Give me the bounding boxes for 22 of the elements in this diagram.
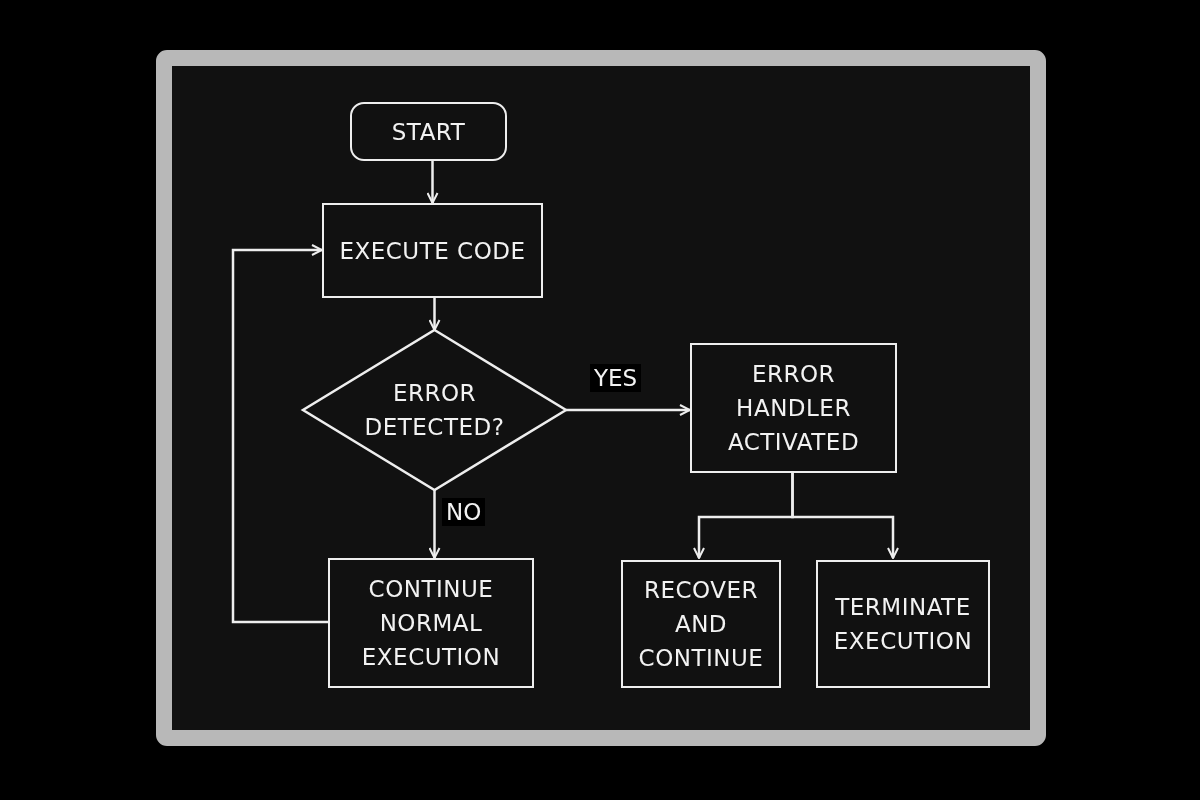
node-text: ERROR HANDLER ACTIVATED: [726, 360, 861, 457]
decision-diamond: [303, 330, 566, 490]
start-terminal: [350, 102, 507, 161]
node-text: ERROR DETECTED?: [363, 379, 506, 442]
arrow: [428, 490, 441, 559]
node-text: CONTINUE NORMAL EXECUTION: [360, 575, 502, 672]
node-text: START: [390, 117, 467, 147]
node-text: RECOVER AND CONTINUE: [637, 576, 765, 673]
arrow: [428, 298, 441, 331]
process-box: [322, 203, 543, 298]
node-text: EXECUTE CODE: [338, 236, 527, 266]
edge-label: NO: [442, 498, 486, 526]
process-box: [690, 343, 897, 473]
edge-label: YES: [590, 364, 642, 392]
arrow: [231, 244, 328, 624]
process-box: [621, 560, 781, 688]
arrow: [791, 473, 899, 559]
process-box: [328, 558, 534, 688]
process-box: [816, 560, 990, 688]
arrow: [426, 161, 439, 204]
node-text: TERMINATE EXECUTION: [832, 593, 974, 656]
arrow: [566, 404, 691, 416]
